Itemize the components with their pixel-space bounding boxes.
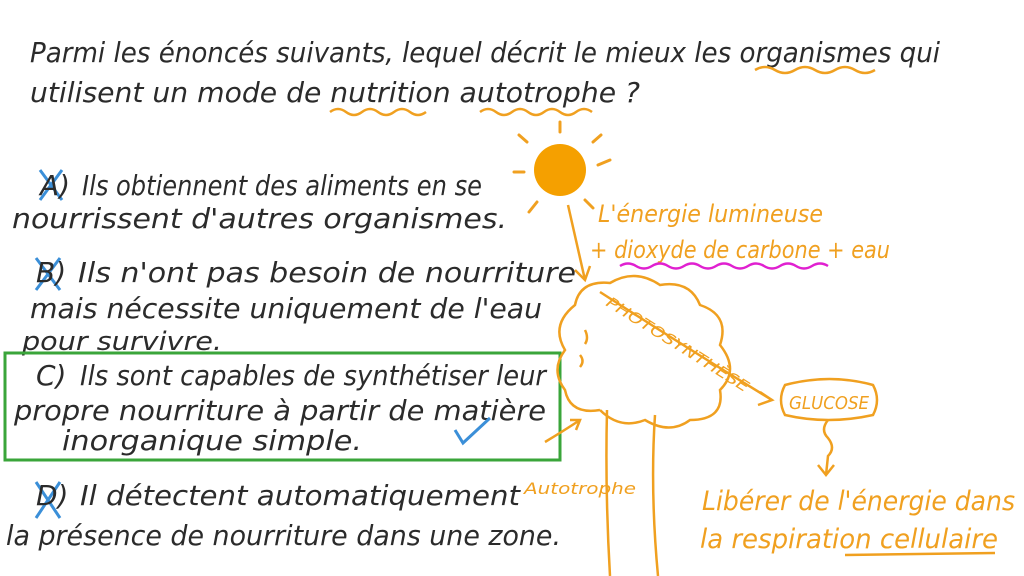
cross-mark-icon (34, 481, 62, 519)
glucose-box (779, 377, 879, 422)
option-c-letter: C) (36, 359, 66, 392)
underline-organismes (754, 65, 876, 75)
product-label: GLUCOSE (789, 393, 870, 414)
result-line-1: Libérer de l'énergie dans (702, 486, 1015, 517)
photosynthesis-arrow (599, 290, 775, 407)
cross-mark-icon (38, 169, 64, 201)
correct-answer-box (3, 351, 562, 462)
option-a-line-2: nourrissent d'autres organismes. (12, 202, 507, 235)
option-c-line-2: propre nourriture à partir de matière (13, 394, 546, 427)
option-d-letter: D) (36, 479, 68, 512)
underline-autotrophe (329, 107, 593, 117)
option-c: C) Ils sont capables de synthétiser leur… (3, 351, 562, 462)
result-line-2: la respiration cellulaire (700, 524, 998, 555)
option-a: A) Ils obtiennent des aliments en se nou… (12, 169, 507, 235)
option-c-line-1: Ils sont capables de synthétiser leur (80, 359, 547, 392)
question-line-1: Parmi les énoncés suivants, lequel décri… (30, 36, 940, 69)
option-b: B) Ils n'ont pas besoin de nourriture ma… (21, 256, 576, 357)
light-arrow (566, 204, 592, 283)
question-line-2: utilisent un mode de nutrition autotroph… (30, 76, 640, 109)
option-a-line-1: Ils obtiennent des aliments en se (82, 169, 482, 202)
cross-mark-icon (34, 257, 62, 291)
option-d: D) Il détectent automatiquement la prése… (6, 479, 561, 552)
option-a-letter: A) (38, 169, 70, 202)
sun-icon (512, 120, 612, 214)
inputs-line-2: + dioxyde de carbone + eau (590, 236, 890, 264)
glucose-arrow (817, 419, 835, 478)
inputs-line-1: L'énergie lumineuse (598, 200, 823, 228)
tree-label: Autotrophe (523, 479, 636, 498)
option-b-line-1: Ils n'ont pas besoin de nourriture (78, 256, 576, 289)
option-d-line-2: la présence de nourriture dans une zone. (6, 519, 561, 552)
option-c-line-3: inorganique simple. (62, 424, 362, 457)
underline-cellulaire (844, 551, 996, 557)
tree-icon (556, 274, 732, 576)
option-b-letter: B) (36, 256, 66, 289)
underline-dioxyde (619, 262, 829, 270)
tree-label-arrow (544, 418, 582, 444)
check-mark-icon (453, 416, 492, 446)
option-d-line-1: Il détectent automatiquement (80, 479, 521, 512)
option-b-line-2: mais nécessite uniquement de l'eau (30, 292, 542, 325)
